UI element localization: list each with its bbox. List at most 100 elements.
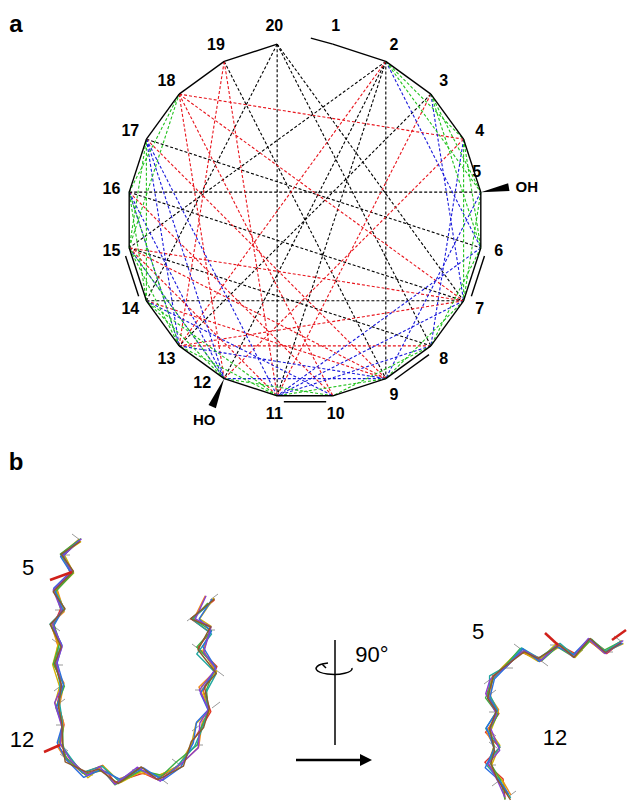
carbon-number: 8 xyxy=(439,351,448,367)
double-bond-line xyxy=(471,256,484,296)
carbon-number: 10 xyxy=(327,406,345,422)
noe-line xyxy=(431,248,481,346)
noe-line xyxy=(224,61,386,378)
carbon-number: 13 xyxy=(158,351,176,367)
bond-line xyxy=(464,139,481,192)
group-label: HO xyxy=(193,411,216,426)
noe-line xyxy=(129,248,179,346)
backbone-trace xyxy=(54,539,217,782)
noe-line xyxy=(129,192,179,346)
noe-line xyxy=(179,346,277,396)
position-label: 5 xyxy=(472,621,484,643)
conformer-bundle xyxy=(44,534,626,800)
position-label: 5 xyxy=(22,557,34,579)
noe-line xyxy=(277,248,481,396)
noe-line xyxy=(179,61,224,345)
bond-line xyxy=(129,139,146,192)
carbon-number: 5 xyxy=(472,164,481,180)
backbone-trace xyxy=(486,639,621,798)
carbon-number: 2 xyxy=(390,37,399,53)
carbon-number: 14 xyxy=(121,301,139,317)
noe-line xyxy=(129,248,224,379)
hydrogen-stick xyxy=(216,670,224,676)
bond-line xyxy=(128,192,129,248)
carbon-number: 12 xyxy=(193,375,211,391)
noe-line xyxy=(179,301,463,346)
noe-line xyxy=(386,61,464,139)
hydrogen-stick xyxy=(212,702,220,708)
bond-line xyxy=(146,301,179,346)
noe-line xyxy=(146,139,480,248)
noe-line xyxy=(146,300,463,301)
double-bond-line xyxy=(395,355,429,380)
bond-line xyxy=(386,61,431,94)
noe-line xyxy=(386,192,481,378)
noe-line xyxy=(129,248,224,379)
noe-line xyxy=(179,94,463,139)
noe-line xyxy=(129,192,481,193)
noe-line xyxy=(333,346,431,396)
noe-line xyxy=(146,301,224,379)
noe-line xyxy=(129,94,179,248)
bond-line xyxy=(431,94,464,139)
double-bond-line xyxy=(126,256,139,296)
panel-letter: b xyxy=(9,450,24,474)
noe-line xyxy=(129,61,386,247)
carbon-number: 15 xyxy=(103,243,121,259)
panel-letter: a xyxy=(9,12,22,36)
noe-line xyxy=(463,139,464,301)
noe-line xyxy=(179,94,463,301)
noe-line xyxy=(146,301,332,396)
bond-line xyxy=(224,44,277,61)
noe-line xyxy=(386,61,481,192)
bond-line xyxy=(333,379,386,396)
carbon-polygon xyxy=(126,38,510,408)
noe-line xyxy=(277,346,431,396)
noe-contacts xyxy=(129,44,481,396)
noe-line xyxy=(277,301,463,396)
carbon-number: 19 xyxy=(207,37,225,53)
bond-line xyxy=(277,395,333,396)
backbone-trace xyxy=(486,639,624,798)
noe-line xyxy=(224,61,277,395)
noe-line xyxy=(129,248,386,379)
backbone-trace xyxy=(488,638,621,800)
noe-line xyxy=(129,192,333,396)
carboxyl-stub xyxy=(612,630,626,640)
noe-line xyxy=(431,94,481,192)
noe-line xyxy=(179,94,333,396)
noe-line xyxy=(146,44,277,301)
backbone-trace xyxy=(53,539,215,785)
noe-line xyxy=(129,192,463,301)
hydroxyl-stub xyxy=(44,745,60,752)
carbon-number: 4 xyxy=(475,123,484,139)
hydroxyl-stub xyxy=(545,633,558,645)
noe-line xyxy=(129,248,277,396)
position-label: 12 xyxy=(543,727,567,749)
hydroxyl-stub xyxy=(50,572,72,580)
backbone-trace xyxy=(485,639,622,794)
noe-line xyxy=(179,345,431,346)
carbon-number: 9 xyxy=(390,387,399,403)
noe-line xyxy=(129,248,463,301)
bond-line xyxy=(311,38,333,44)
noe-line xyxy=(146,139,224,378)
bond-line xyxy=(224,379,277,396)
noe-line xyxy=(431,94,481,248)
noe-line xyxy=(129,192,146,301)
noe-line xyxy=(179,94,224,378)
bond-line xyxy=(480,192,481,248)
noe-line xyxy=(146,139,277,396)
noe-line xyxy=(129,192,179,346)
noe-line xyxy=(464,139,481,248)
noe-line xyxy=(277,379,386,396)
double-bond-line xyxy=(284,401,326,402)
position-label: 12 xyxy=(10,729,34,751)
group-label: OH xyxy=(516,179,539,194)
carbon-number: 16 xyxy=(103,181,121,197)
carbon-number: 6 xyxy=(494,243,503,259)
noe-line xyxy=(386,301,464,379)
backbone-trace xyxy=(53,540,216,780)
bond-line xyxy=(386,346,431,379)
